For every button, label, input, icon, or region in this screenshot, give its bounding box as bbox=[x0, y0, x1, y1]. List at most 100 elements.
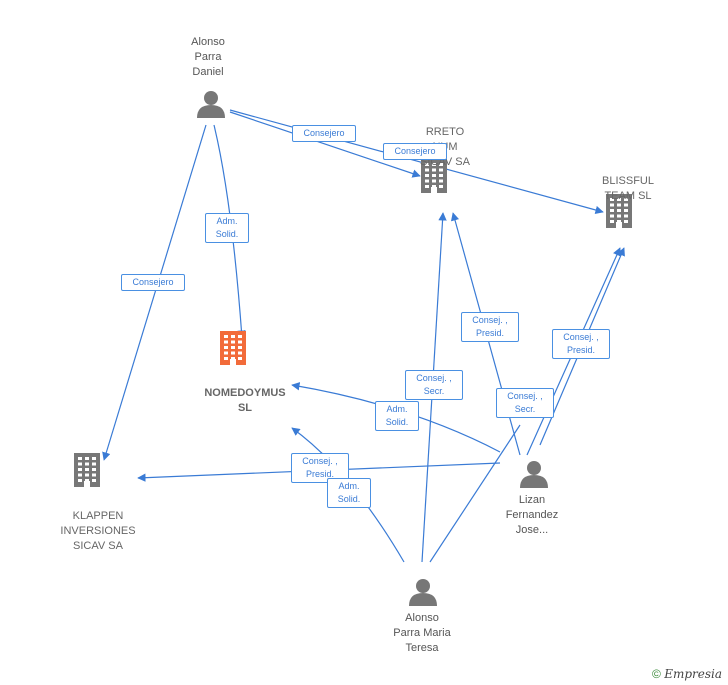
building-window bbox=[617, 214, 621, 218]
building-window bbox=[624, 203, 628, 207]
building-window bbox=[610, 220, 614, 223]
label-line: Alonso bbox=[191, 36, 225, 48]
building-door bbox=[616, 222, 622, 228]
person-head bbox=[527, 461, 541, 475]
building-window bbox=[224, 346, 228, 349]
empresia-logo[interactable]: Empresia bbox=[664, 667, 722, 681]
label-line: Lizan bbox=[518, 494, 546, 506]
building-window bbox=[624, 214, 628, 218]
label-line: SL bbox=[237, 402, 253, 414]
edge-label-text: Adm. bbox=[216, 216, 238, 226]
building-window bbox=[238, 346, 242, 349]
building-window bbox=[85, 473, 89, 477]
building-window bbox=[425, 163, 429, 166]
label-line: SICAV SA bbox=[73, 540, 123, 552]
person-body bbox=[409, 593, 437, 606]
building-window bbox=[617, 203, 621, 207]
building-window bbox=[224, 340, 228, 344]
edge-label-consej-secr[interactable]: Consej. , Secr. bbox=[405, 370, 463, 400]
building-window bbox=[439, 168, 443, 172]
building-window bbox=[432, 179, 436, 183]
copyright-footer: © Empresia bbox=[652, 667, 722, 681]
edge-label-consej-presid[interactable]: Consej. , Presid. bbox=[461, 312, 519, 342]
building-window bbox=[78, 457, 82, 460]
edge-label-consej-secr[interactable]: Consej. , Secr. bbox=[496, 388, 554, 418]
building-window bbox=[439, 163, 443, 166]
edge-label-text: Consej. , bbox=[302, 456, 338, 466]
building-window bbox=[231, 351, 235, 355]
building-window bbox=[85, 479, 89, 482]
edge-label-consej-presid[interactable]: Consej. , Presid. bbox=[552, 329, 610, 359]
person-head bbox=[204, 91, 218, 105]
building-window bbox=[238, 335, 242, 338]
building-window bbox=[624, 220, 628, 223]
edge-label-text: Solid. bbox=[385, 417, 409, 427]
label-line: Teresa bbox=[405, 642, 439, 654]
edge-label-text: Adm. bbox=[386, 404, 408, 414]
building-window bbox=[425, 168, 429, 172]
node-klappen[interactable]: KLAPPEN INVERSIONES SICAV SA bbox=[48, 509, 148, 554]
edge-label-text: Consejero bbox=[132, 277, 174, 287]
label-line: Alonso bbox=[405, 612, 439, 624]
label-line: Parra bbox=[194, 51, 222, 63]
edge-label-consejero[interactable]: Consejero bbox=[292, 125, 356, 142]
building-window bbox=[610, 198, 614, 201]
rreto-building-icon bbox=[421, 159, 447, 193]
edge-label-text: Consej. , bbox=[507, 391, 543, 401]
building-window bbox=[231, 357, 235, 360]
building-window bbox=[85, 462, 89, 466]
edge-label-adm-solid[interactable]: Adm. Solid. bbox=[375, 401, 419, 431]
label-line: RRETO bbox=[425, 126, 465, 138]
building-window bbox=[78, 473, 82, 477]
building-window bbox=[432, 185, 436, 188]
daniel-person-icon bbox=[197, 91, 225, 118]
edge-label-text: Solid. bbox=[215, 229, 239, 239]
building-window bbox=[231, 335, 235, 338]
building-window bbox=[432, 163, 436, 166]
edge-label-text: Solid. bbox=[337, 494, 361, 504]
label-line: Fernandez bbox=[505, 509, 559, 521]
building-window bbox=[439, 185, 443, 188]
building-window bbox=[624, 209, 628, 212]
node-nomedoymus[interactable]: NOMEDOYMUS SL bbox=[190, 386, 300, 416]
node-blissful-team[interactable]: BLISSFUL TEAM SL bbox=[588, 174, 668, 204]
building-door bbox=[431, 187, 437, 193]
building-window bbox=[610, 214, 614, 218]
edge-label-text: Consej. , bbox=[563, 332, 599, 342]
edge-label-consejero[interactable]: Consejero bbox=[121, 274, 185, 291]
edge-label-adm-solid[interactable]: Adm. Solid. bbox=[205, 213, 249, 243]
copyright-symbol: © bbox=[652, 667, 661, 681]
person-body bbox=[197, 105, 225, 118]
building-window bbox=[92, 468, 96, 471]
edge-label-consejero[interactable]: Consejero bbox=[383, 143, 447, 160]
edge-label-text: Presid. bbox=[305, 469, 334, 479]
edge-label-text: Consejero bbox=[394, 146, 436, 156]
building-window bbox=[92, 473, 96, 477]
building-window bbox=[224, 357, 228, 360]
edge-label-text: Adm. bbox=[338, 481, 360, 491]
edge-daniel-rreto bbox=[229, 111, 421, 178]
node-lizan[interactable]: Lizan Fernandez Jose... bbox=[492, 493, 572, 538]
node-alonso-parra-maria[interactable]: Alonso Parra Maria Teresa bbox=[377, 611, 467, 656]
building-window bbox=[617, 209, 621, 212]
building-window bbox=[439, 174, 443, 177]
blissful-building-icon bbox=[606, 194, 632, 228]
building-window bbox=[617, 198, 621, 201]
building-window bbox=[224, 351, 228, 355]
building-window bbox=[85, 457, 89, 460]
edge-label-text: Consej. , bbox=[472, 315, 508, 325]
node-alonso-parra-daniel[interactable]: Alonso Parra Daniel bbox=[168, 35, 248, 80]
edge-maria-lizan bbox=[429, 424, 521, 563]
building-window bbox=[78, 462, 82, 466]
person-head bbox=[416, 579, 430, 593]
building-window bbox=[92, 457, 96, 460]
label-line: Jose... bbox=[515, 524, 549, 536]
edge-label-adm-solid[interactable]: Adm. Solid. bbox=[327, 478, 371, 508]
building-window bbox=[432, 168, 436, 172]
edge-label-text: Presid. bbox=[566, 345, 595, 355]
building-window bbox=[78, 468, 82, 471]
label-line: INVERSIONES bbox=[60, 525, 136, 537]
edge-daniel-klappen bbox=[102, 124, 207, 461]
person-body bbox=[520, 475, 548, 488]
